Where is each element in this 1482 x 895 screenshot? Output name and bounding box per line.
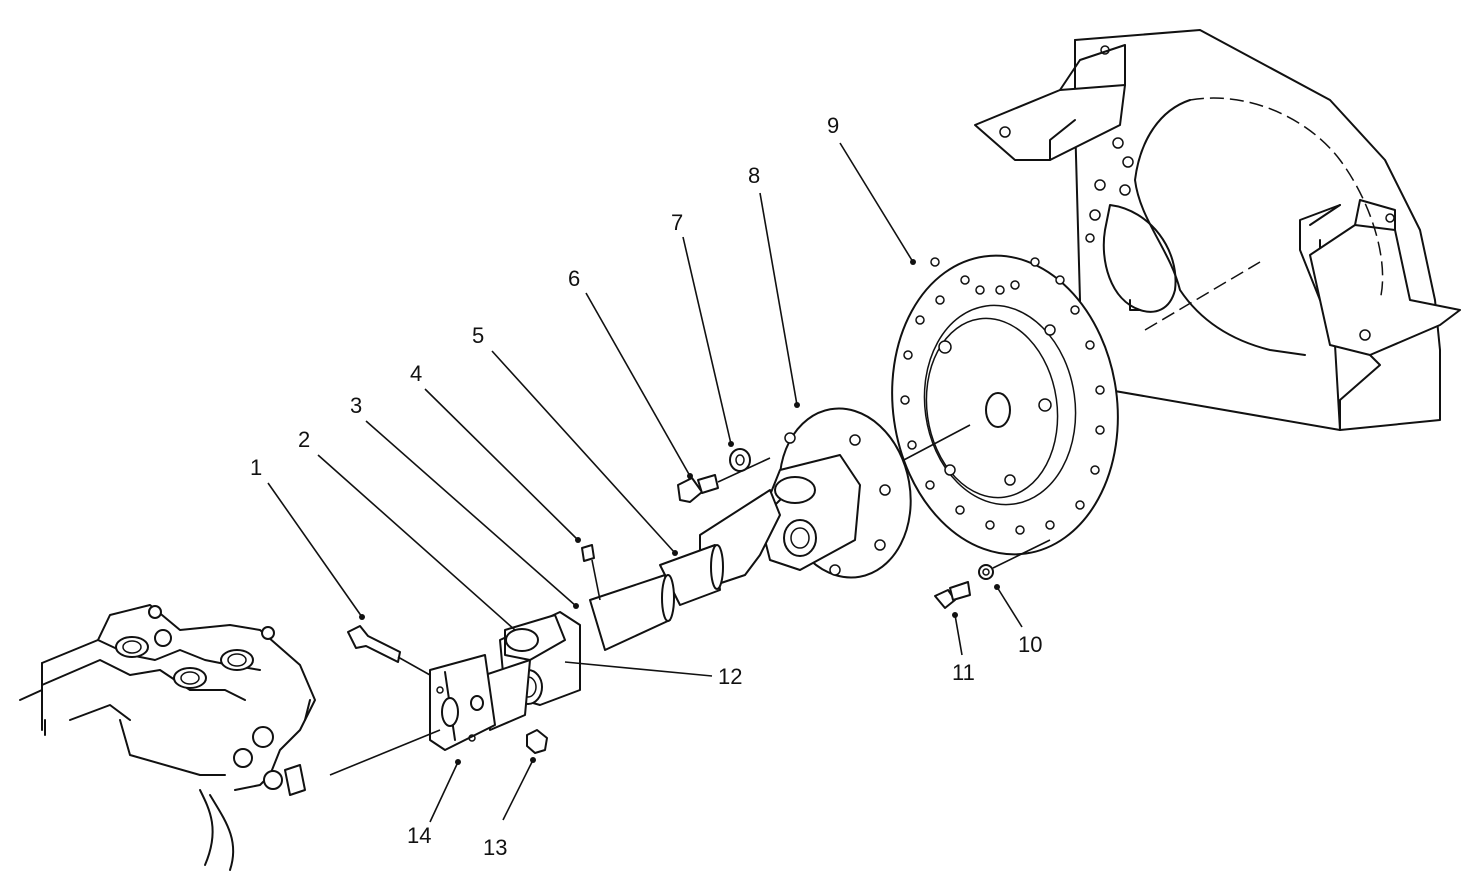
bell-housing — [974, 29, 1461, 431]
callout-8: 8 — [748, 163, 760, 188]
leader-dots — [359, 259, 1000, 765]
washer-item-10 — [978, 539, 1051, 580]
callout-2: 2 — [298, 427, 310, 452]
leader-lines — [267, 142, 1023, 823]
callout-14: 14 — [407, 823, 431, 848]
bolt-item-11 — [934, 581, 971, 609]
flywheel-plate — [891, 254, 1119, 556]
callout-1: 1 — [250, 455, 262, 480]
washer-item-7 — [729, 448, 751, 472]
callout-12: 12 — [718, 664, 742, 689]
drive-shaft — [484, 489, 781, 731]
callout-4: 4 — [410, 361, 422, 386]
callout-9: 9 — [827, 113, 839, 138]
grease-fitting-item-4 — [581, 544, 601, 601]
bolt-item-1 — [347, 625, 431, 676]
drive-flange — [759, 407, 912, 579]
hydraulic-pump — [19, 604, 441, 871]
callout-5: 5 — [472, 323, 484, 348]
callout-6: 6 — [568, 266, 580, 291]
nut-item-13 — [526, 729, 548, 754]
clamp-yoke — [429, 654, 496, 751]
callout-11: 11 — [952, 660, 975, 685]
callout-7: 7 — [671, 210, 683, 235]
callout-10: 10 — [1018, 632, 1042, 657]
callout-3: 3 — [350, 393, 362, 418]
callout-labels: 1 2 3 4 5 6 7 8 9 10 11 12 13 14 — [250, 113, 1042, 860]
bolt-item-6 — [677, 457, 771, 503]
callout-13: 13 — [483, 835, 507, 860]
